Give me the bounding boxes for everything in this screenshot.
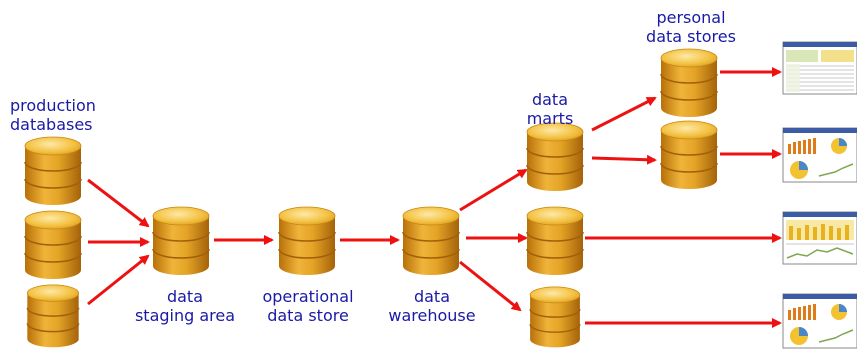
label-data-warehouse-line1: data — [413, 287, 451, 306]
label-data-staging-area-line1: data — [166, 287, 204, 306]
database-cylinder-icon — [24, 210, 82, 280]
arrow-mart1-to-personal1 — [591, 96, 657, 132]
report-thumbnail-icon — [782, 293, 857, 349]
database-cylinder-icon — [660, 48, 718, 118]
label-personal-data-stores-line2: data stores — [646, 27, 736, 46]
label-data-marts: data marts — [510, 90, 590, 128]
arrow-warehouse-to-mart1 — [459, 168, 528, 212]
database-cylinder-icon — [402, 206, 460, 276]
database-cylinder-icon — [526, 122, 584, 192]
label-production-databases-line1: production — [10, 96, 96, 115]
label-production-databases-line2: databases — [10, 115, 93, 134]
label-data-warehouse-line2: warehouse — [388, 306, 476, 325]
report-thumbnail-icon — [782, 211, 857, 265]
arrows — [87, 67, 782, 328]
arrow-mart1-to-personal2 — [591, 154, 657, 165]
report-thumbnails — [782, 41, 857, 349]
label-data-warehouse: data warehouse — [380, 287, 484, 325]
label-data-staging-area-line2: staging area — [134, 306, 236, 325]
arrow-prod1-to-staging — [87, 178, 150, 228]
database-cylinder-icon — [529, 286, 581, 349]
label-personal-data-stores-line1: personal — [656, 8, 726, 27]
label-data-marts-line2: marts — [526, 109, 574, 128]
label-operational-data-store-line1: operational — [262, 287, 354, 306]
report-thumbnail-icon — [782, 41, 857, 95]
database-cylinder-icon — [660, 120, 718, 190]
label-production-databases: production databases — [10, 96, 96, 134]
arrow-warehouse-to-mart3 — [459, 260, 522, 312]
arrow-prod3-to-staging — [87, 254, 150, 306]
database-cylinder-icon — [26, 284, 80, 349]
database-cylinder-icon — [526, 206, 584, 276]
label-operational-data-store-line2: data store — [267, 306, 349, 325]
label-personal-data-stores: personal data stores — [636, 8, 746, 46]
label-data-marts-line1: data — [531, 90, 569, 109]
report-thumbnail-icon — [782, 127, 857, 183]
database-cylinder-icon — [152, 206, 210, 276]
label-data-staging-area: data staging area — [130, 287, 240, 325]
database-cylinder-icon — [278, 206, 336, 276]
database-cylinders — [24, 48, 718, 349]
label-operational-data-store: operational data store — [248, 287, 368, 325]
database-cylinder-icon — [24, 136, 82, 206]
